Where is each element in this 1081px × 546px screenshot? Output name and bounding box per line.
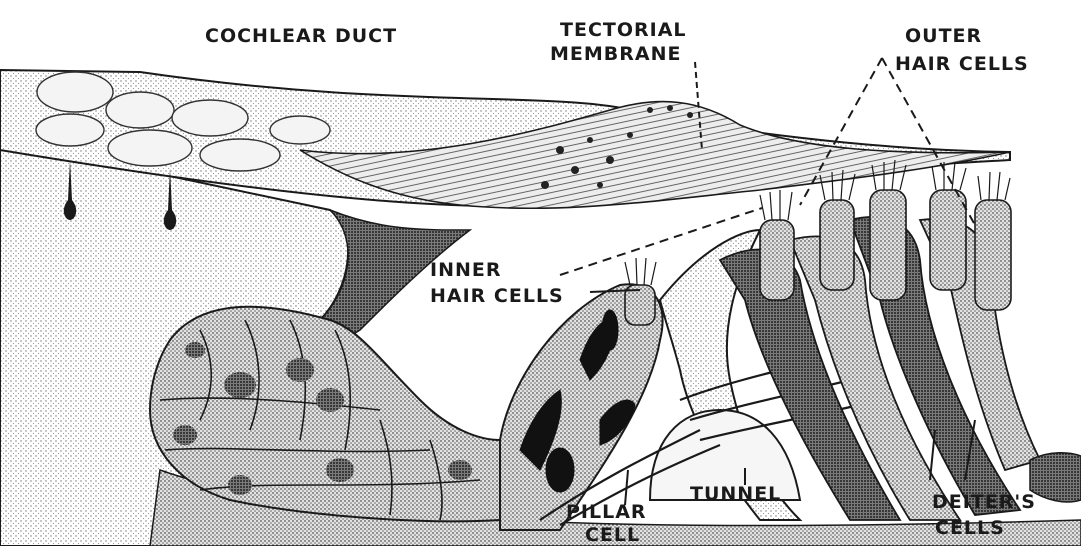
label-outer-hair-line2: HAIR CELLS (895, 53, 1029, 75)
label-cochlear-duct: COCHLEAR DUCT (205, 25, 397, 47)
label-outer-hair-line1: OUTER (905, 25, 982, 47)
label-deiters-line1: DEITER'S (932, 491, 1036, 513)
inner-hair-cell (625, 258, 656, 325)
label-deiters-line2: CELLS (935, 517, 1005, 539)
right-fragment (1030, 453, 1081, 502)
label-tectorial-line1: TECTORIAL (560, 19, 687, 41)
label-inner-hair-line1: INNER (430, 259, 501, 281)
label-pillar-line2: CELL (585, 524, 640, 546)
label-pillar-line1: PILLAR (566, 501, 647, 523)
label-tunnel: TUNNEL (690, 483, 781, 505)
label-tectorial-line2: MEMBRANE (550, 43, 682, 65)
label-inner-hair-line2: HAIR CELLS (430, 285, 564, 307)
